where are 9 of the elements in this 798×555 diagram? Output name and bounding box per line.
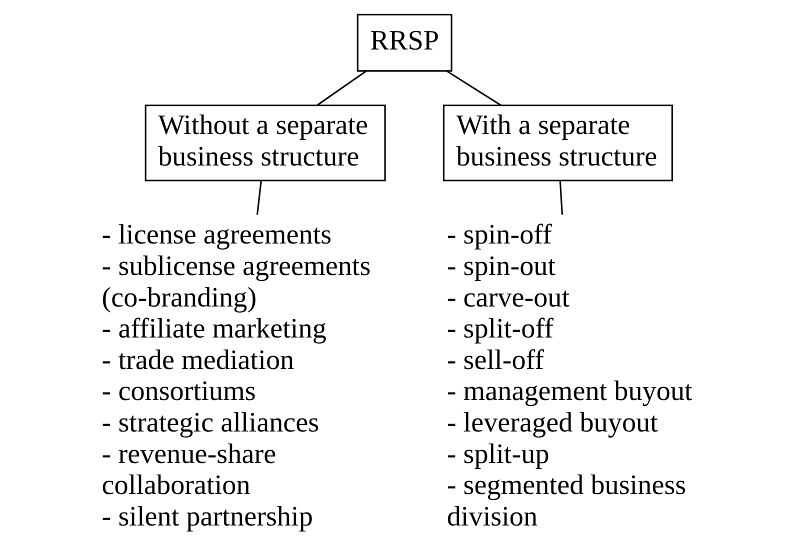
node-text: - license agreements - sublicense agreements (co-branding) - affiliate marketing - trade mediation - consortiums - strategic alliances - revenue-share collaboration - silent partnership [101,220,370,532]
connector [316,70,366,106]
connector [256,180,262,215]
connector [558,180,562,215]
node-box: Without a separate business structure [144,104,386,182]
connector [446,70,501,106]
node-box: RRSP [356,14,452,72]
node-text: - spin-off - spin-out - carve-out - split-off - sell-off - management buyout - leveraged buyout - split-up - segmented business division [446,220,692,532]
node-box: With a separate business structure [442,104,672,182]
